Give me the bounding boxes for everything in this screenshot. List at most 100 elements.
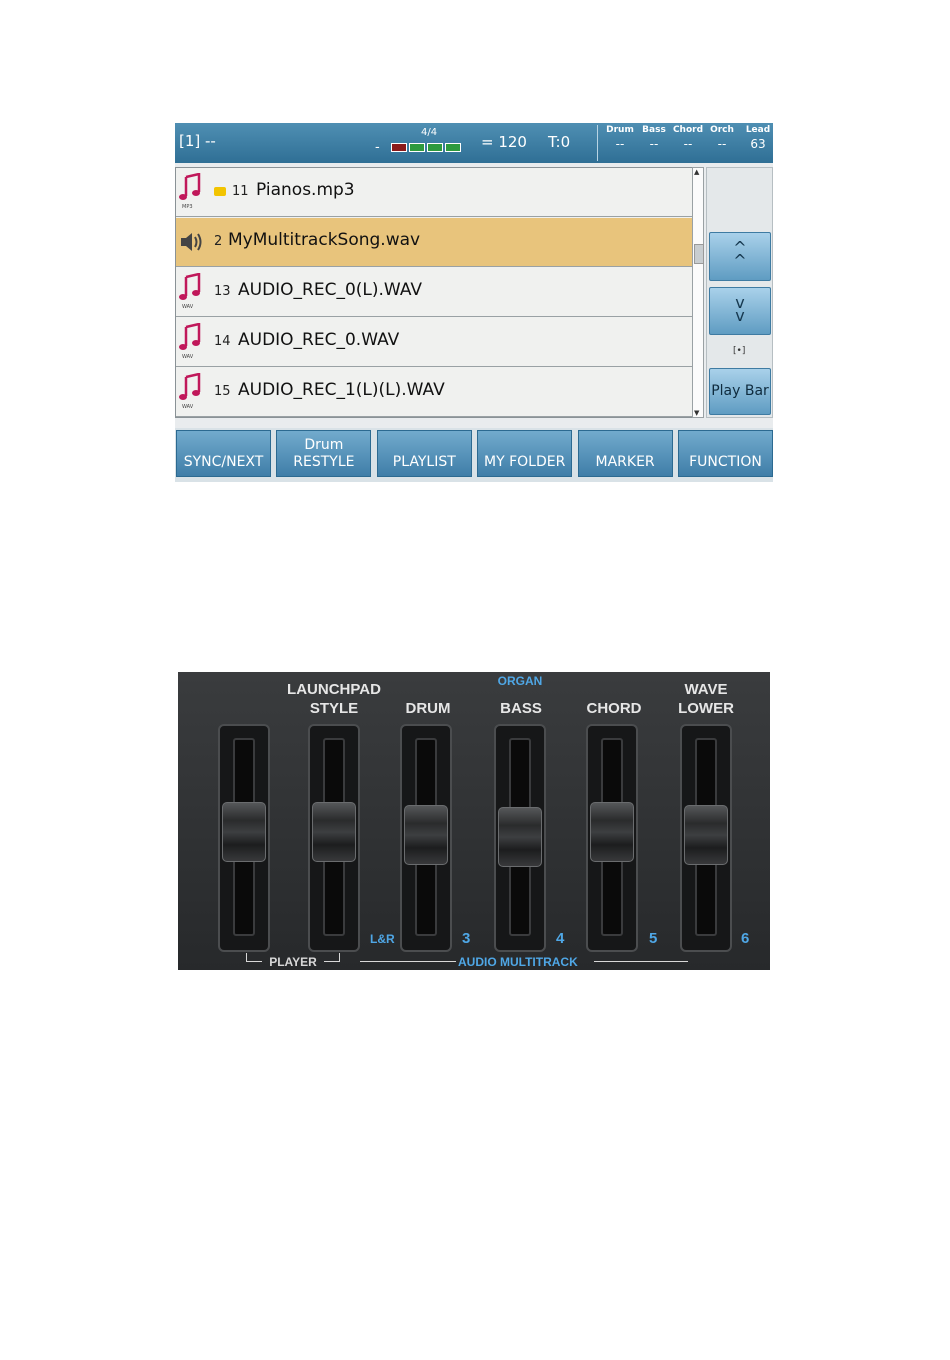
play-bar-button[interactable]: Play Bar <box>709 368 771 415</box>
time-signature: 4/4 <box>421 127 438 138</box>
part-value: 63 <box>750 137 766 151</box>
multitrack-line-right <box>594 961 688 962</box>
music-note-icon: WAV <box>179 273 203 311</box>
file-number: 2 <box>214 234 223 249</box>
part-chord[interactable]: Chord -- <box>671 125 705 151</box>
file-row[interactable]: 2 MyMultitrackSong.wav <box>176 218 692 267</box>
file-number: 13 <box>214 284 231 299</box>
track-number-3: 3 <box>462 930 471 947</box>
music-note-icon: WAV <box>179 323 203 361</box>
arranger-display: [1] -- - 4/4 = 120 T:0 Drum--Bass--Chord… <box>175 123 773 482</box>
label-bass: BASS <box>500 700 542 717</box>
function-button[interactable]: FUNCTION <box>678 430 773 477</box>
track-number-4: 4 <box>556 930 565 947</box>
beat-indicator <box>391 143 461 152</box>
player-bracket-right <box>339 953 340 961</box>
part-label: Bass <box>642 125 666 135</box>
file-type-label: WAV <box>182 404 194 410</box>
volume-fader-3[interactable] <box>400 724 452 952</box>
file-row[interactable]: WAV 13 AUDIO_REC_0(L).WAV <box>176 268 692 317</box>
part-value: -- <box>717 137 727 151</box>
label-organ: ORGAN <box>497 674 543 688</box>
file-number: 15 <box>214 384 231 399</box>
part-label: Orch <box>710 125 734 135</box>
part-status: Drum -- Bass -- Chord -- Orch -- Lead 63 <box>601 125 773 161</box>
part-value: -- <box>615 137 625 151</box>
file-row[interactable]: WAV 14 AUDIO_REC_0.WAV <box>176 318 692 367</box>
fader-panel: LAUNCHPAD STYLE DRUM ORGAN BASS CHORD WA… <box>178 672 770 970</box>
part-orch[interactable]: Orch -- <box>705 125 739 151</box>
volume-fader-2[interactable] <box>308 724 360 952</box>
fader-knob[interactable] <box>222 802 266 863</box>
label-launchpad-style: LAUNCHPAD STYLE <box>287 681 381 717</box>
beat-segment <box>445 143 461 152</box>
track-number-6: 6 <box>741 930 750 947</box>
group-label-player: PLAYER <box>269 955 317 969</box>
fader-knob[interactable] <box>404 805 448 866</box>
part-label: Lead <box>745 125 771 135</box>
fader-knob[interactable] <box>684 805 728 866</box>
scroll-up-arrow-icon[interactable]: ▲ <box>694 168 700 176</box>
page-down-button[interactable]: v v <box>709 287 771 335</box>
player-bracket-left <box>246 953 247 961</box>
scroll-down-arrow-icon[interactable]: ▼ <box>694 409 700 417</box>
beat-segment <box>391 143 407 152</box>
file-row[interactable]: WAV 15 AUDIO_REC_1(L)(L).WAV <box>176 368 692 417</box>
label-wave-lower: WAVE LOWER <box>678 681 734 717</box>
group-label-audio-multitrack: AUDIO MULTITRACK <box>458 955 578 969</box>
my-folder-button[interactable]: MY FOLDER <box>477 430 573 477</box>
fader-knob[interactable] <box>498 806 542 867</box>
song-slot[interactable]: [1] -- <box>179 132 216 150</box>
beat-segment <box>427 143 443 152</box>
tempo-display[interactable]: = 120 <box>481 133 527 151</box>
lock-icon[interactable]: [•] <box>733 346 746 356</box>
part-value: -- <box>683 137 693 151</box>
page-up-button[interactable]: ^ ^ <box>709 232 771 281</box>
fader-knob[interactable] <box>590 802 634 863</box>
part-bass[interactable]: Bass -- <box>637 125 671 151</box>
player-bracket-right-foot <box>324 961 340 962</box>
playlist-button[interactable]: PLAYLIST <box>376 430 472 477</box>
time-signature-meter: - 4/4 <box>375 127 470 159</box>
part-label: Chord <box>672 125 704 135</box>
music-note-icon: MP3 <box>179 173 203 211</box>
marker-button[interactable]: MARKER <box>577 430 673 477</box>
file-type-label: WAV <box>182 304 194 310</box>
transpose-display[interactable]: T:0 <box>548 133 571 151</box>
volume-fader-1[interactable] <box>218 724 270 952</box>
speaker-icon <box>179 230 203 268</box>
sync-next-button[interactable]: SYNC/NEXT <box>176 430 271 477</box>
volume-fader-4[interactable] <box>494 724 546 952</box>
meter-dash: - <box>375 140 380 155</box>
list-scrollbar[interactable]: ▲ ▼ <box>692 167 704 418</box>
part-label: Drum <box>606 125 634 135</box>
part-value: -- <box>649 137 659 151</box>
part-lead[interactable]: Lead 63 <box>743 125 773 151</box>
volume-fader-5[interactable] <box>586 724 638 952</box>
label-drum: DRUM <box>405 700 451 717</box>
folder-icon <box>214 187 226 196</box>
file-name: AUDIO_REC_0(L).WAV <box>238 280 422 300</box>
file-name: AUDIO_REC_1(L)(L).WAV <box>238 380 445 400</box>
label-chord: CHORD <box>586 700 642 717</box>
file-type-label: MP3 <box>182 204 193 210</box>
file-name: MyMultitrackSong.wav <box>228 230 421 250</box>
part-drum[interactable]: Drum -- <box>603 125 637 151</box>
status-bar: [1] -- - 4/4 = 120 T:0 Drum--Bass--Chord… <box>175 123 773 163</box>
side-panel: ^ ^ v v [•] Play Bar <box>706 167 773 418</box>
fader-knob[interactable] <box>312 802 356 863</box>
beat-segment <box>409 143 425 152</box>
file-type-label: WAV <box>182 354 194 360</box>
drum-restyle-button[interactable]: Drum RESTYLE <box>276 430 372 477</box>
player-bracket-left-foot <box>246 961 262 962</box>
music-note-icon: WAV <box>179 373 203 411</box>
divider <box>597 125 598 161</box>
volume-fader-6[interactable] <box>680 724 732 952</box>
file-number: 14 <box>214 334 231 349</box>
scroll-thumb[interactable] <box>694 244 704 264</box>
file-number: 11 <box>232 184 249 199</box>
file-name: AUDIO_REC_0.WAV <box>238 330 400 350</box>
